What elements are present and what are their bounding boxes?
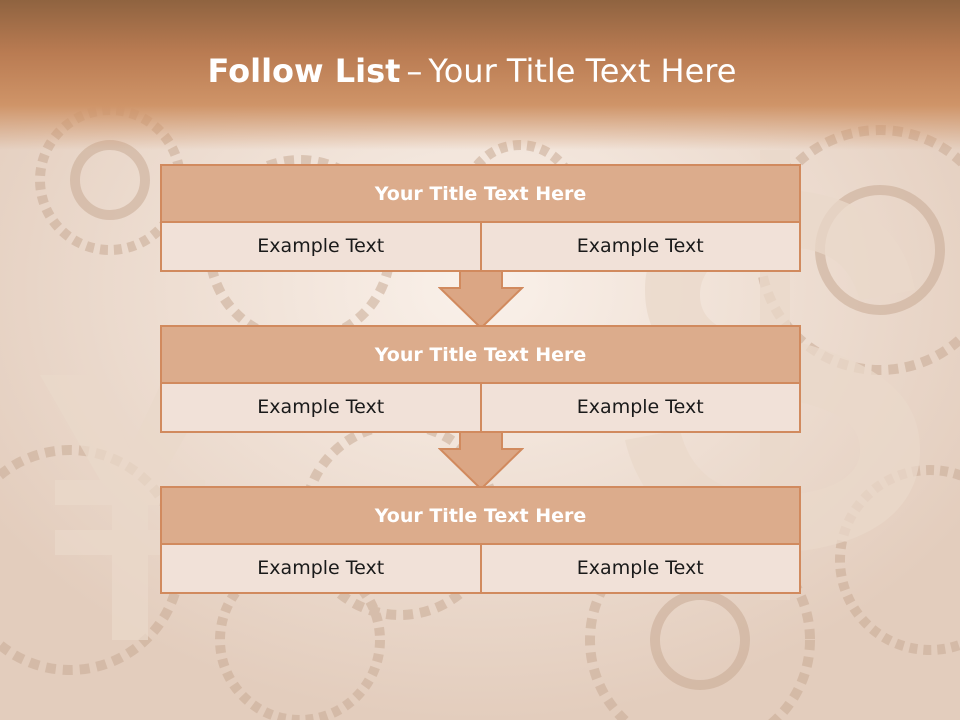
- list-box-cell-right: Example Text: [479, 223, 799, 270]
- list-box-cell-left: Example Text: [162, 545, 480, 592]
- title-bold-part: Follow List: [207, 52, 401, 90]
- list-box-heading: Your Title Text Here: [162, 327, 799, 384]
- title-separator: –: [406, 52, 423, 90]
- list-box-2: Your Title Text Here Example Text Exampl…: [160, 325, 801, 433]
- page-title: Follow List–Your Title Text Here: [0, 52, 944, 90]
- list-box-heading: Your Title Text Here: [162, 166, 799, 223]
- list-box-cell-right: Example Text: [479, 384, 799, 431]
- header-band: [0, 0, 960, 150]
- down-arrow-icon: [438, 431, 524, 491]
- list-box-heading: Your Title Text Here: [162, 488, 799, 545]
- list-box-1: Your Title Text Here Example Text Exampl…: [160, 164, 801, 272]
- list-box-row: Example Text Example Text: [162, 384, 799, 431]
- list-box-cell-left: Example Text: [162, 384, 480, 431]
- down-arrow-icon: [438, 270, 524, 330]
- list-box-cell-right: Example Text: [479, 545, 799, 592]
- list-box-row: Example Text Example Text: [162, 545, 799, 592]
- list-box-3: Your Title Text Here Example Text Exampl…: [160, 486, 801, 594]
- list-box-row: Example Text Example Text: [162, 223, 799, 270]
- title-normal-part: Your Title Text Here: [428, 52, 737, 90]
- list-box-cell-left: Example Text: [162, 223, 480, 270]
